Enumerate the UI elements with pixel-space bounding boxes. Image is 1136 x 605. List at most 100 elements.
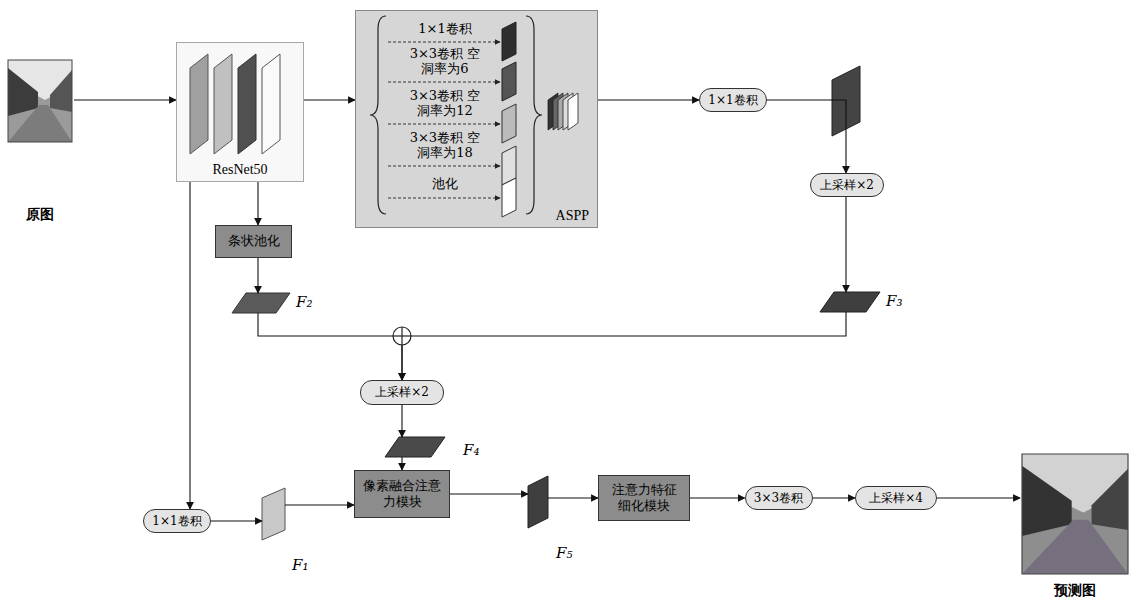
sum-circle <box>393 327 411 345</box>
feature-slab <box>385 437 445 457</box>
dashed-arrow <box>388 198 500 199</box>
branch-arrows <box>388 42 500 198</box>
feature-label: F₃ <box>886 292 902 310</box>
flow-arrow <box>937 497 1020 498</box>
flow-arrow <box>401 457 402 470</box>
flow-arrow <box>257 182 258 225</box>
feature-slab <box>528 476 548 528</box>
branch-slab <box>502 178 516 217</box>
street-photo <box>8 60 72 142</box>
dashed-arrow <box>388 82 500 83</box>
backbone-box: ResNet50 <box>176 42 304 182</box>
feature-map: F₅ <box>528 476 548 528</box>
flow-arrow <box>211 520 262 521</box>
feature-label: F₁ <box>292 556 308 574</box>
flow-arrow <box>401 405 402 437</box>
photo-frame <box>1022 454 1128 574</box>
flow-arrow <box>257 258 258 293</box>
flow-arrow <box>598 99 699 100</box>
node-text: 上采样×4 <box>869 490 923 507</box>
feature-map: F₁ <box>262 488 285 540</box>
upsample-block: 上采样×2 <box>360 380 444 405</box>
flow-arrow <box>813 497 856 498</box>
layer-slab <box>190 54 208 154</box>
left-brace <box>370 16 386 214</box>
flow-arrow <box>258 313 402 380</box>
node-text: 3×3卷积 <box>754 490 803 507</box>
flow-arrow <box>74 99 176 100</box>
input-image: 原图 <box>6 58 74 224</box>
dashed-arrow <box>388 166 500 167</box>
feature-slab <box>262 488 285 540</box>
prediction-image: 预测图 <box>1020 452 1130 600</box>
flow-arrow <box>304 99 355 100</box>
layer-slab <box>214 54 232 154</box>
photo-building <box>1022 466 1072 536</box>
photo-building <box>50 70 72 112</box>
node-text: 1×1卷积 <box>152 513 201 530</box>
conv-block: 1×1卷积 <box>699 88 767 112</box>
strip-pooling-box: 条状池化 <box>215 225 292 258</box>
concat-stack <box>548 93 578 130</box>
flow-arrow <box>285 504 354 505</box>
right-brace <box>526 16 542 214</box>
feature-map: F₂ <box>232 293 290 313</box>
feature-label: F₄ <box>463 441 479 459</box>
attention-module: 像素融合注意力模块 <box>354 470 450 518</box>
photo-road <box>8 105 72 142</box>
sum-symbol <box>393 327 411 345</box>
flow-arrow <box>845 197 846 292</box>
flow-arrow <box>767 100 846 173</box>
photo-frame <box>8 60 72 142</box>
feature-map: F₃ <box>820 292 880 312</box>
sum-cross <box>401 327 402 345</box>
branch-label: 3×3卷积 空洞率为12 <box>405 88 485 118</box>
node-text: ASPP <box>556 208 589 224</box>
layer-slab <box>238 54 256 154</box>
photo-ground <box>1022 454 1128 574</box>
layer-slab <box>262 54 280 154</box>
branch-label: 3×3卷积 空洞率为6 <box>405 46 485 76</box>
backbone-ground <box>176 42 304 182</box>
node-text: 条状池化 <box>228 233 280 249</box>
branch-slab <box>502 104 516 143</box>
upsample-block: 上采样×2 <box>810 173 884 197</box>
node-text: 注意力特征细化模块 <box>607 482 681 515</box>
conv-block: 1×1卷积 <box>143 509 211 533</box>
feature-label: F₂ <box>296 293 312 311</box>
attention-module: 注意力特征细化模块 <box>598 475 690 521</box>
node-text: 上采样×2 <box>820 177 874 194</box>
flow-arrow <box>189 182 190 509</box>
node-text: ResNet50 <box>212 162 267 178</box>
photo-building <box>1092 469 1128 530</box>
node-text: 1×1卷积 <box>708 92 757 109</box>
upsample-block: 上采样×4 <box>855 486 937 510</box>
branch-slab <box>502 62 516 101</box>
conv-block: 3×3卷积 <box>745 486 813 510</box>
feature-slab <box>232 293 290 313</box>
dashed-arrow <box>388 124 500 125</box>
photo-ground <box>8 60 72 142</box>
node-text: 上采样×2 <box>375 384 429 401</box>
stack-slab <box>568 93 578 130</box>
aspp-ground <box>355 10 598 228</box>
branch-slab <box>502 22 516 61</box>
branch-label: 1×1卷积 <box>405 21 485 36</box>
dashed-arrow <box>388 42 500 43</box>
flow-arrow <box>690 497 745 498</box>
flow-arrow <box>548 497 598 498</box>
node-text: 预测图 <box>1054 582 1096 600</box>
branch-label: 3×3卷积 空洞率为18 <box>405 130 485 160</box>
branch-label: 池化 <box>405 176 485 191</box>
feature-label: F₅ <box>556 544 572 562</box>
flow-arrow <box>450 493 528 494</box>
aspp-module: ASPP <box>355 10 598 228</box>
feature-map: F₄ <box>385 437 445 457</box>
prediction-photo <box>1022 454 1128 574</box>
node-text: 像素融合注意力模块 <box>363 478 441 511</box>
photo-road <box>1022 520 1128 574</box>
feature-slab <box>820 292 880 312</box>
flow-arrow <box>402 312 846 380</box>
photo-building <box>8 68 38 116</box>
